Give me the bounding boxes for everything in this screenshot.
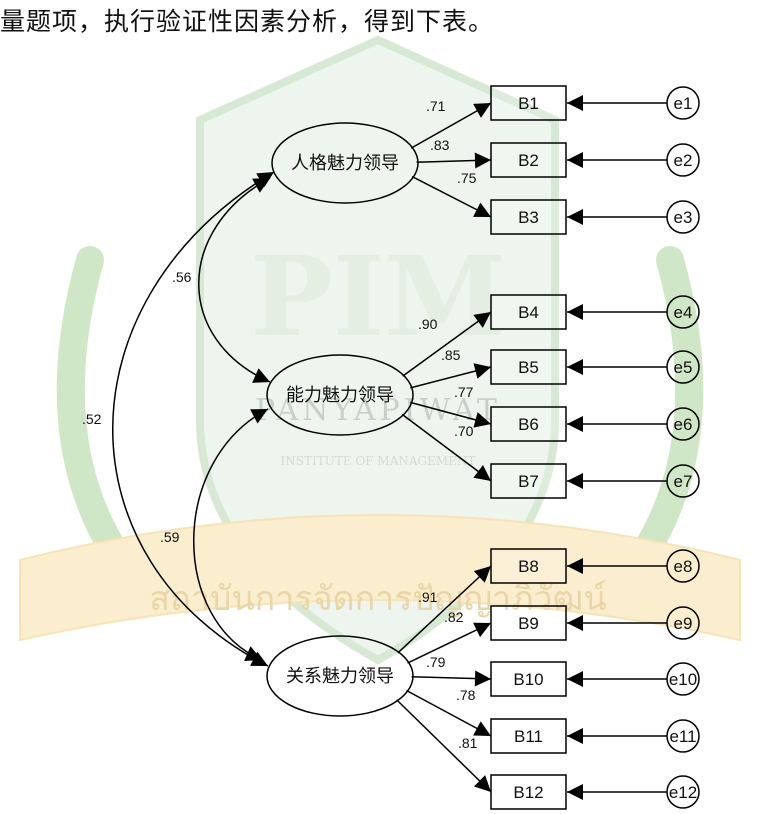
indicator-label-b7: B7 (518, 472, 539, 491)
loading-value-b6: .77 (454, 384, 474, 400)
indicator-label-b9: B9 (518, 614, 539, 633)
error-label-e5: e5 (674, 358, 693, 377)
error-label-e8: e8 (674, 557, 693, 576)
loading-value-b2: .83 (430, 137, 450, 153)
watermark: PIM PANYAPIWAT INSTITUTE OF MANAGEMENT ส… (20, 40, 740, 660)
loading-arrow-b11 (406, 690, 491, 736)
error-label-e2: e2 (674, 151, 693, 170)
indicator-label-b11: B11 (514, 727, 543, 746)
indicator-label-b8: B8 (518, 557, 539, 576)
loading-value-b5: .85 (441, 347, 461, 363)
correlation-value-3: .52 (82, 411, 102, 427)
indicator-label-b6: B6 (518, 415, 539, 434)
watermark-logo: PIM (250, 232, 506, 361)
loading-value-b8: .91 (418, 589, 438, 605)
error-label-e7: e7 (674, 472, 693, 491)
error-label-e1: e1 (674, 94, 693, 113)
loading-value-b10: .79 (426, 654, 446, 670)
error-label-e3: e3 (674, 208, 693, 227)
indicator-label-b10: B10 (513, 670, 543, 689)
error-label-e6: e6 (674, 415, 693, 434)
latent-label-1: 人格魅力领导 (291, 153, 399, 174)
correlation-value-1: .56 (172, 269, 192, 285)
error-label-e11: e11 (669, 727, 696, 746)
loading-value-b3: .75 (457, 170, 477, 186)
watermark-sub: INSTITUTE OF MANAGEMENT (281, 454, 476, 468)
indicator-label-b4: B4 (518, 303, 539, 322)
loading-value-b7: .70 (454, 423, 474, 439)
correlation-value-2: .59 (160, 529, 180, 545)
loading-value-b4: .90 (418, 316, 438, 332)
latent-label-2: 能力魅力领导 (286, 385, 394, 406)
indicator-label-b2: B2 (518, 151, 539, 170)
loading-value-b11: .78 (456, 687, 476, 703)
indicator-label-b3: B3 (518, 208, 539, 227)
error-label-e9: e9 (674, 614, 693, 633)
loading-value-b1: .71 (426, 98, 446, 114)
error-label-e12: e12 (669, 783, 697, 802)
loading-arrow-b10 (412, 677, 491, 679)
error-label-e4: e4 (674, 303, 693, 322)
latent-label-3: 关系魅力领导 (286, 666, 394, 687)
loading-value-b9: .82 (444, 609, 464, 625)
watermark-laurel-left (71, 260, 120, 560)
loading-value-b12: .81 (458, 735, 478, 751)
error-label-e10: e10 (669, 670, 697, 689)
indicator-label-b1: B1 (518, 94, 539, 113)
indicator-label-b12: B12 (513, 783, 543, 802)
indicator-label-b5: B5 (518, 358, 539, 377)
